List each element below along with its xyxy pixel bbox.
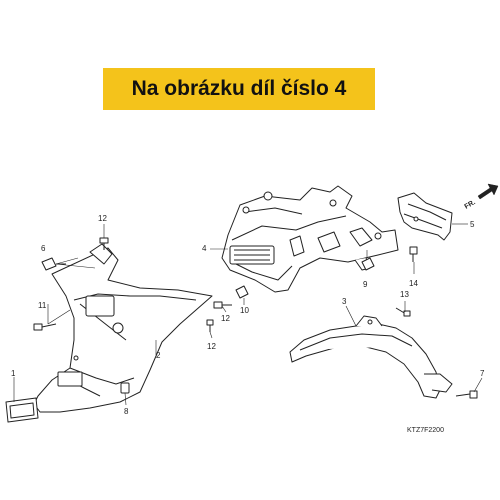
part-4-inner-fender xyxy=(221,185,399,293)
fastener-9-nut xyxy=(361,257,375,271)
callout-11: 11 xyxy=(38,301,47,310)
callout-1: 1 xyxy=(11,369,16,378)
fastener-10-clip xyxy=(235,285,249,299)
fastener-12-screw-right xyxy=(213,301,232,309)
callout-8: 8 xyxy=(124,407,129,416)
front-direction-label: FR. xyxy=(464,199,477,211)
callout-4: 4 xyxy=(202,244,207,253)
leader-lines xyxy=(13,223,483,406)
callout-3: 3 xyxy=(342,297,347,306)
callout-13: 13 xyxy=(400,290,409,299)
fastener-7-bolt xyxy=(455,390,478,399)
arrow-icon xyxy=(477,183,499,200)
callout-labels: 1 2 3 4 5 6 7 8 9 10 11 12 12 12 13 14 xyxy=(11,214,485,416)
callout-14: 14 xyxy=(409,279,418,288)
part-2-rear-fender xyxy=(33,243,213,413)
callout-5: 5 xyxy=(470,220,475,229)
fastener-8-nut xyxy=(120,382,130,394)
callout-12-mid: 12 xyxy=(207,342,216,351)
fastener-12-screw-mid xyxy=(206,319,214,332)
callout-2: 2 xyxy=(156,351,161,360)
front-direction-marker: FR. xyxy=(464,183,499,211)
callout-7: 7 xyxy=(480,369,485,378)
fastener-11-bolt xyxy=(33,323,57,331)
part-3-hugger xyxy=(289,315,453,399)
part-1-reflector xyxy=(5,397,39,423)
callout-12-top: 12 xyxy=(98,214,107,223)
callout-9: 9 xyxy=(363,280,368,289)
banner-text: Na obrázku díl číslo 4 xyxy=(131,77,347,100)
callout-6: 6 xyxy=(41,244,46,253)
fastener-13-screw xyxy=(395,307,411,317)
fastener-6-clip xyxy=(41,257,66,271)
fastener-14-bolt xyxy=(409,246,418,262)
part-number-banner: Na obrázku díl číslo 4 xyxy=(103,68,375,110)
figure-code: KTZ7F2200 xyxy=(407,427,444,434)
callout-10: 10 xyxy=(240,306,249,315)
part-5-bracket xyxy=(397,192,453,241)
callout-12-right: 12 xyxy=(221,314,230,323)
